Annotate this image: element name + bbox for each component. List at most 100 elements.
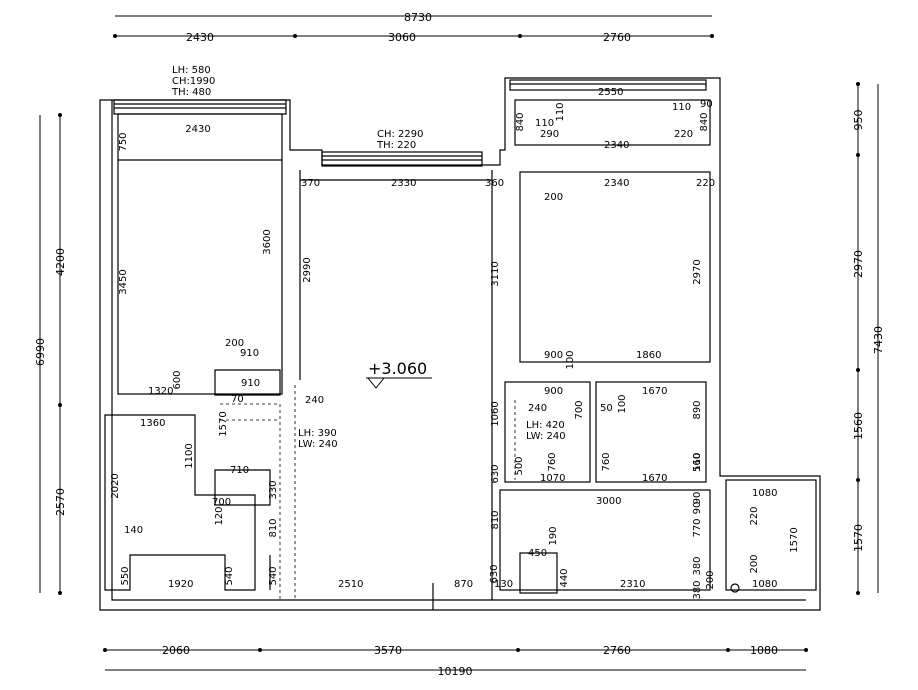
room-left-bedroom [117,113,283,395]
inner-dim: 910 [240,348,259,359]
room-right-lower [499,489,711,591]
inner-dim: 1100 [184,443,195,468]
dim-left-a: 4200 [54,248,67,276]
inner-dim: 550 [120,566,131,585]
inner-dim: 200 [705,570,716,589]
inner-dim: 2310 [620,579,645,590]
room-left-lower [104,414,256,591]
inner-dim: 810 [268,518,279,537]
inner-dim: 1670 [642,473,667,484]
dim-bottom-a: 2060 [162,644,190,657]
window-top-middle [321,151,483,167]
inner-dim: 200 [544,192,563,203]
inner-dim: 1070 [540,473,565,484]
inner-dim: 110 [692,452,703,471]
window-top-right [509,79,707,91]
inner-dim: 3450 [118,269,129,294]
inner-dim: 110 [672,102,691,113]
inner-dim: 190 [548,526,559,545]
inner-dim: 890 [692,400,703,419]
inner-dim: 1080 [752,488,777,499]
inner-dim: 440 [559,568,570,587]
inner-dim: 290 [540,129,559,140]
dim-top-a: 2430 [186,31,214,44]
inner-dim: 240 [528,403,547,414]
inner-dim: 3110 [490,261,501,286]
inner-dim: 2430 [185,124,210,135]
dim-top-overall: 8730 [404,11,432,24]
inner-dim: 220 [674,129,693,140]
room-far-right [725,479,817,591]
inner-dim: 560 [692,453,703,472]
inner-dim: 750 [118,132,129,151]
inner-dim: 760 [547,452,558,471]
inner-dim: 770 [692,518,703,537]
elevation-mark: +3.060 [368,359,427,378]
room-right-middle-a [504,381,591,483]
dim-bottom-overall: 10190 [438,665,473,678]
inner-dim: 2970 [692,259,703,284]
inner-dim: 500 [514,456,525,475]
elevation-triangle-icon [366,377,432,389]
inner-dim: 700 [212,497,231,508]
inner-dim: 1360 [140,418,165,429]
inner-dim: 90 [700,99,713,110]
inner-dim: 90 [692,502,703,515]
inner-dim: 90 [692,492,703,505]
inner-dim: 370 [301,178,320,189]
inner-dim: 630 [489,564,500,583]
inner-dim: 130 [494,579,513,590]
inner-dim: 1570 [789,527,800,552]
inner-dim: 2020 [110,473,121,498]
note-tm-2: TH: 220 [376,140,416,151]
inner-dim: 700 [574,400,585,419]
dim-bottom-d: 1080 [750,644,778,657]
inner-dim: 910 [241,378,260,389]
inner-dim: 70 [231,394,244,405]
dim-bottom-b: 3570 [374,644,402,657]
inner-dim: 100 [617,394,628,413]
inner-dim: 710 [230,465,249,476]
room-right-bedroom [519,171,711,363]
partition-left [214,369,281,396]
dim-left-overall: 6990 [34,338,47,366]
inner-wall-line [111,100,806,601]
note-right-1: LH: 420 [526,420,565,431]
inner-dim: 900 [544,350,563,361]
dim-top-b: 3060 [388,31,416,44]
inner-dim: 840 [515,112,526,131]
inner-dim: 380 [692,580,703,599]
inner-dim: 450 [528,548,547,559]
inner-dim: 220 [696,178,715,189]
inner-dim: 1670 [642,386,667,397]
inner-dim: 330 [268,480,279,499]
inner-dim: 540 [224,566,235,585]
inner-dim: 2340 [604,178,629,189]
inner-dim: 2330 [391,178,416,189]
inner-dim: 200 [225,338,244,349]
inner-dim: 200 [749,554,760,573]
inner-dim: 50 [600,403,613,414]
inner-dim: 2990 [302,257,313,282]
inner-dim: 2340 [604,140,629,151]
inner-dim: 3000 [596,496,621,507]
dim-right-a: 950 [852,110,865,131]
inner-dim: 810 [490,510,501,529]
inner-dim: 120 [214,506,225,525]
inner-dim: 2510 [338,579,363,590]
inner-dim: 1060 [490,401,501,426]
inner-dim: 360 [485,178,504,189]
note-tl-2: CH:1990 [172,76,215,87]
inner-dim: 2550 [598,87,623,98]
note-hall-1: LH: 390 [298,428,337,439]
inner-dim: 900 [544,386,563,397]
dim-right-b: 2970 [852,250,865,278]
dim-right-overall: 7430 [872,326,885,354]
inner-dim: 760 [601,452,612,471]
dim-left-b: 2570 [54,488,67,516]
window-top-left [113,99,287,115]
inner-dim: 380 [692,556,703,575]
inner-dim: 840 [699,112,710,131]
inner-dim: 140 [124,525,143,536]
